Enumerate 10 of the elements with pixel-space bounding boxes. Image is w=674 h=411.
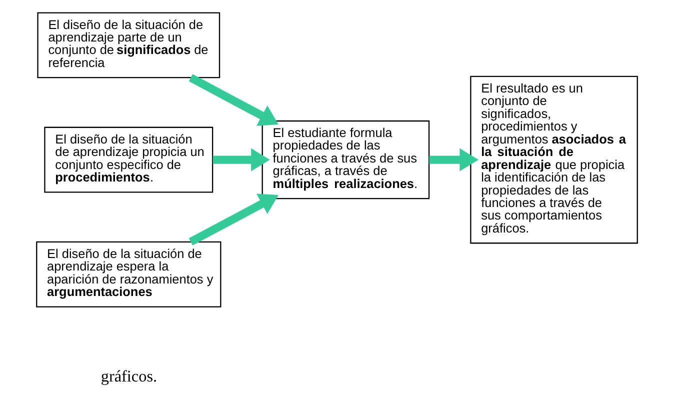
node-box: El diseño de la situación de aprendizaje espera la aparición de razonamientos y argumentaciones (36, 241, 222, 308)
arrow (188, 74, 278, 126)
node-box: El estudiante formula propiedades de las funciones a través de sus gráficas, a través de múltiples realizaciones. (262, 120, 430, 200)
arrow (188, 194, 278, 246)
arrow (212, 148, 270, 172)
node-box: El diseño de la situación de aprendizaje propicia un conjunto especifico de procedimientos. (44, 126, 214, 193)
node-box: El diseño de la situación de aprendizaje parte de un conjunto de significados de referencia (37, 12, 220, 78)
node-box: El resultado es un conjunto de significados, procedimientos y argumentos asociados a la situación de aprendizaje que propicia la identificación de las propiedades de las funciones a través de sus comportamientos gráficos. (470, 76, 638, 244)
label: gráficos. (100, 368, 158, 386)
arrow (429, 148, 478, 172)
